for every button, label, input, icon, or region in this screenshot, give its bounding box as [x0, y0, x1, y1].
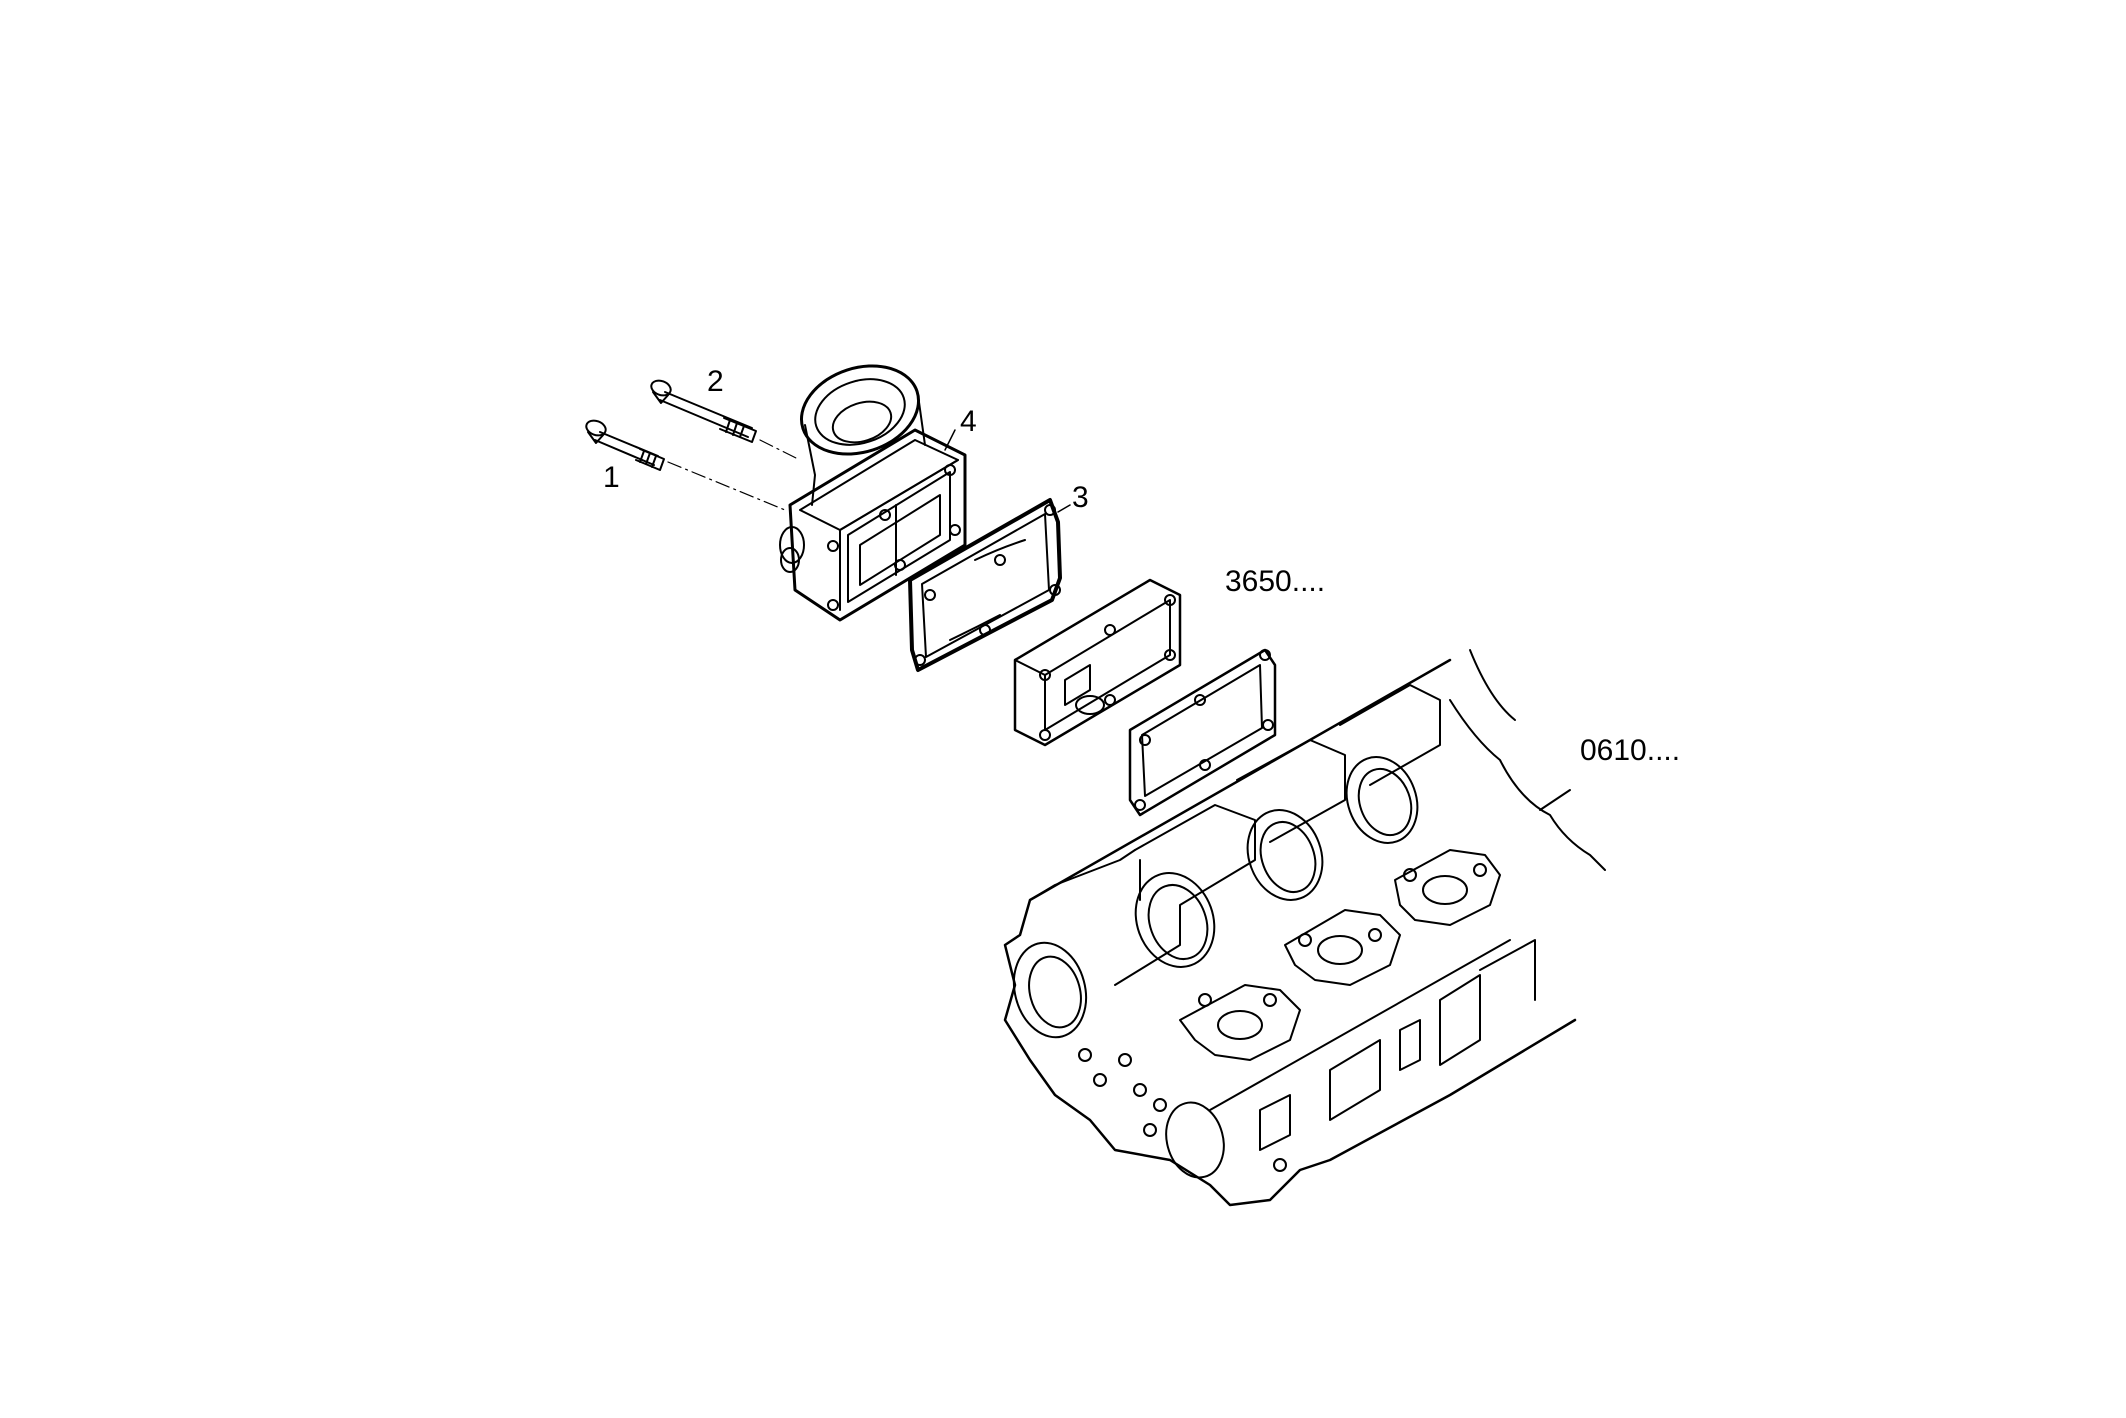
- centerline-bolt-1: [667, 461, 786, 511]
- callout-reference-3650: 3650....: [1225, 565, 1326, 598]
- cylinder-head: [1003, 649, 1606, 1207]
- gasket-part-3: [908, 498, 1062, 672]
- centerline-bolt-2: [759, 439, 801, 461]
- callout-item-1: 1: [603, 461, 620, 494]
- lower-gasket: [1128, 648, 1277, 817]
- elbow-housing-part-4: [779, 364, 967, 622]
- callout-item-3: 3: [1072, 481, 1089, 514]
- bolt-1: [585, 419, 665, 471]
- bolt-2: [650, 379, 757, 443]
- spacer-plate: [1013, 578, 1182, 747]
- callout-reference-0610: 0610....: [1580, 734, 1681, 767]
- callout-item-4: 4: [960, 405, 977, 438]
- callout-item-2: 2: [707, 365, 724, 398]
- leader-line-3: [1057, 504, 1071, 513]
- leader-line-4: [944, 429, 956, 451]
